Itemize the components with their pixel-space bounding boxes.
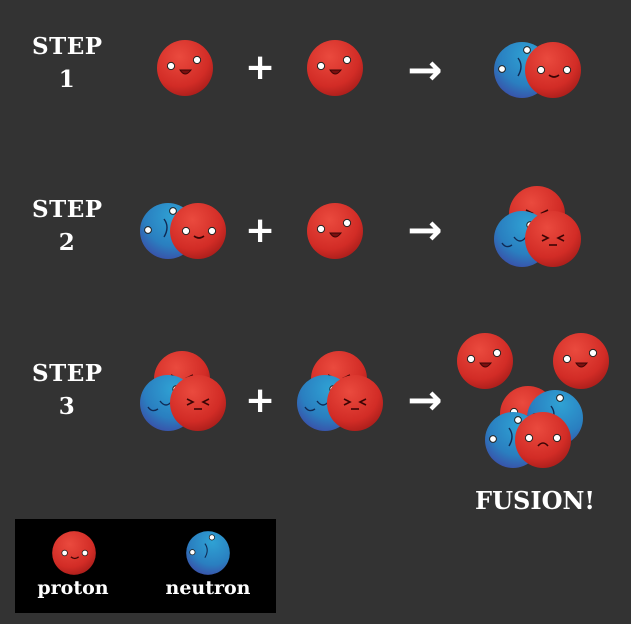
- plus-sign-3: +: [245, 380, 276, 421]
- legend-neutron-label: neutron: [165, 577, 251, 599]
- step-3-reactant-helium3-b: [296, 350, 384, 432]
- step-2-reactant-proton: [306, 202, 364, 260]
- step-3-label: STEP 3: [22, 357, 112, 423]
- step-1-reactant-proton-b: [306, 39, 364, 97]
- step-2-reactant-deuteron: [139, 202, 227, 260]
- plus-sign-1: +: [245, 47, 276, 88]
- step-2-text: STEP 2: [32, 196, 103, 256]
- step-2-label: STEP 2: [22, 193, 112, 259]
- step-2-product-helium3: [493, 185, 582, 268]
- legend-proton-label: proton: [37, 577, 109, 599]
- legend-neutron-icon: [185, 530, 231, 576]
- arrow-1: →: [407, 45, 443, 94]
- step-3-product-free-proton-b: [552, 332, 610, 390]
- step-3-product-free-proton-a: [456, 332, 514, 390]
- arrow-3: →: [407, 375, 443, 424]
- step-3-reactant-helium3-a: [139, 350, 227, 432]
- step-1-label: STEP 1: [22, 30, 112, 96]
- step-1-reactant-proton-a: [156, 39, 214, 97]
- step-1-text: STEP 1: [32, 33, 103, 93]
- step-1-product-deuteron: [493, 41, 582, 99]
- fusion-caption: FUSION!: [475, 486, 595, 515]
- step-3-product-helium4: [484, 385, 584, 469]
- arrow-2: →: [407, 205, 443, 254]
- plus-sign-2: +: [245, 210, 276, 251]
- step-3-text: STEP 3: [32, 360, 103, 420]
- legend-proton-icon: [51, 530, 97, 576]
